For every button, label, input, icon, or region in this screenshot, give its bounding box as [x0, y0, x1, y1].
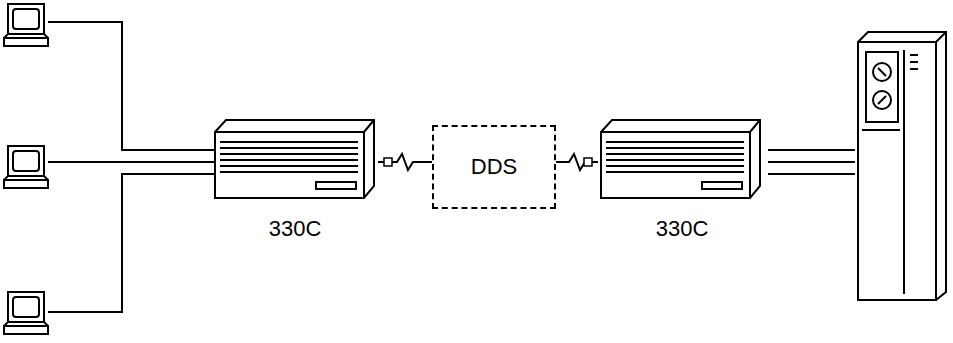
terminal-icon	[4, 292, 48, 334]
terminal-icons	[4, 4, 48, 334]
server-cabinet	[858, 32, 946, 300]
modem-drawing	[598, 116, 764, 202]
terminal-icon	[4, 4, 48, 46]
terminal-wires	[48, 22, 855, 312]
line-connector	[556, 154, 598, 170]
network-box: DDS	[432, 125, 556, 209]
modem-unit: 330C	[212, 116, 378, 242]
network-label: DDS	[471, 154, 517, 180]
modem-unit: 330C	[598, 116, 766, 242]
modem-drawing	[212, 116, 378, 202]
terminal-icon	[4, 146, 48, 188]
model-label: 330C	[598, 216, 766, 242]
line-connector	[378, 154, 432, 170]
model-label: 330C	[212, 216, 378, 242]
